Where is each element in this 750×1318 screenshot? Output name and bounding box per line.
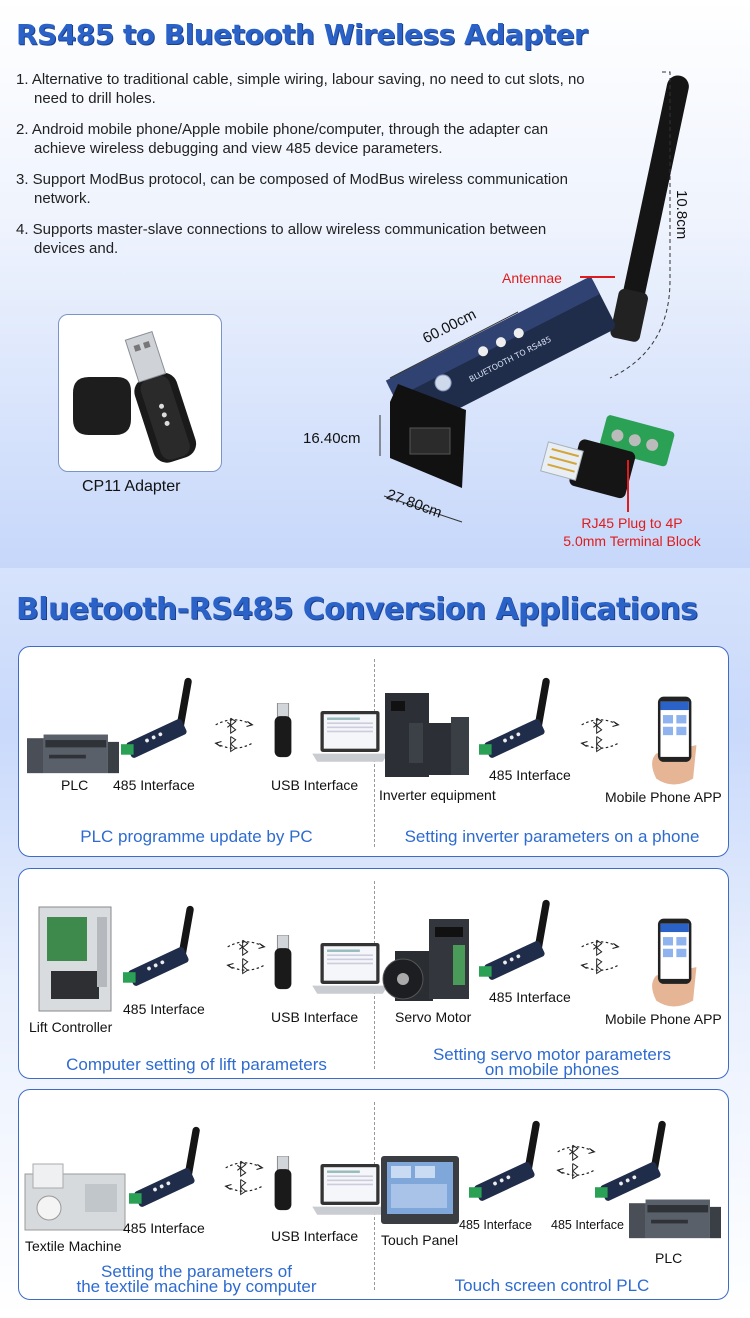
feature-list: 1. Alternative to traditional cable, sim… [16,70,596,270]
panel-caption: Setting inverter parameters on a phone [404,827,700,846]
interface-label-2: 485 Interface [551,1218,624,1232]
panel-caption-line2: on mobile phones [484,1060,620,1079]
application-panel-2: 485 Interface USB Interface Lift Control… [18,868,729,1079]
usb-dongle-icon [273,935,293,991]
cp11-adapter-card [58,314,222,472]
servo-motor-icon [382,951,433,1001]
bluetooth-adapter-icon [121,677,205,761]
laptop-icon [309,1162,391,1220]
bluetooth-adapter-icon [123,905,207,989]
panel-caption: Setting the parameters of the textile ma… [19,1262,374,1296]
applications-title: Bluetooth-RS485 Conversion Applications [16,592,698,627]
target-label: PLC [655,1250,683,1266]
bluetooth-signal-icon [575,935,625,977]
panel-divider [374,659,375,847]
bluetooth-signal-icon [575,713,625,755]
bluetooth-adapter-icon [595,1120,679,1204]
interface-label: 485 Interface [459,1218,532,1232]
laptop-icon [309,709,391,767]
usb-dongle-icon [273,1156,293,1212]
laptop-icon [309,941,391,999]
bluetooth-adapter-icon [469,1120,553,1204]
bluetooth-signal-icon [221,935,271,977]
target-label: Mobile Phone APP [605,1011,722,1027]
page-title: RS485 to Bluetooth Wireless Adapter [16,18,588,51]
device-label: Lift Controller [29,1019,113,1035]
interface-label: 485 Interface [489,989,571,1005]
plc-icon [27,729,119,775]
inverter-icon-2 [429,717,469,775]
feature-item: 4. Supports master-slave connections to … [16,221,547,257]
inverter-icon [385,693,429,777]
dimension-antenna: 10.8cm [673,190,690,240]
interface-label: 485 Interface [489,767,571,783]
phone-icon [633,917,713,1009]
device-label: Servo Motor [395,1009,472,1025]
feature-item: 1. Alternative to traditional cable, sim… [16,71,585,107]
rj45-label-line1: RJ45 Plug to 4P [581,515,683,531]
touch-panel-icon [381,1156,459,1224]
interface-label: 485 Interface [123,1220,205,1236]
target-label: USB Interface [271,777,359,793]
application-panel-1: PLC 485 Interface USB Interface PLC prog… [18,646,729,857]
panel-caption: PLC programme update by PC [80,827,313,846]
bluetooth-adapter-icon [479,899,563,983]
rj45-label-line2: 5.0mm Terminal Block [563,533,701,549]
feature-item: 3. Support ModBus protocol, can be compo… [16,171,568,207]
panel-caption-line1: Setting servo motor parameters [432,1045,672,1064]
lift-controller-icon [38,906,112,1012]
antenna-label: Antennae [502,270,562,286]
target-label: Mobile Phone APP [605,789,722,805]
bluetooth-signal-icon [209,713,259,755]
textile-machine-icon [24,1163,126,1231]
cp11-label: CP11 Adapter [82,478,181,495]
panel-caption: Computer setting of lift parameters [66,1055,327,1074]
plc-icon [629,1194,721,1240]
device-label: PLC [61,777,89,793]
target-label: USB Interface [271,1009,359,1025]
interface-label: 485 Interface [113,777,195,793]
bluetooth-adapter-icon [129,1126,213,1210]
feature-item: 2. Android mobile phone/Apple mobile pho… [16,121,549,157]
usb-dongle-icon [273,703,293,759]
product-hero: RS485 to Bluetooth Wireless Adapter 1. A… [0,0,750,568]
panel-caption-line2: the textile machine by computer [76,1277,317,1296]
bluetooth-adapter-image: BLUETOOTH TO RS485 [379,71,689,523]
target-label: USB Interface [271,1228,359,1244]
device-label: Inverter equipment [379,787,496,803]
phone-icon [633,695,713,787]
cp11-adapter-image [73,330,197,463]
application-panel-3: 485 Interface USB Interface Textile Mach… [18,1089,729,1300]
panel-caption-line1: Setting the parameters of [101,1262,292,1281]
servo-drive-icon [429,919,469,999]
bluetooth-signal-icon [219,1156,269,1198]
panel-caption: Setting servo motor parameters on mobile… [374,1045,730,1079]
device-label: Textile Machine [25,1238,122,1254]
panel-caption: Touch screen control PLC [454,1276,650,1295]
bluetooth-adapter-icon [479,677,563,761]
device-label: Touch Panel [381,1232,459,1248]
rj45-label: RJ45 Plug to 4P 5.0mm Terminal Block [552,514,712,550]
interface-label: 485 Interface [123,1001,205,1017]
bluetooth-signal-icon [551,1140,601,1182]
dimension-height: 16.40cm [303,430,361,447]
